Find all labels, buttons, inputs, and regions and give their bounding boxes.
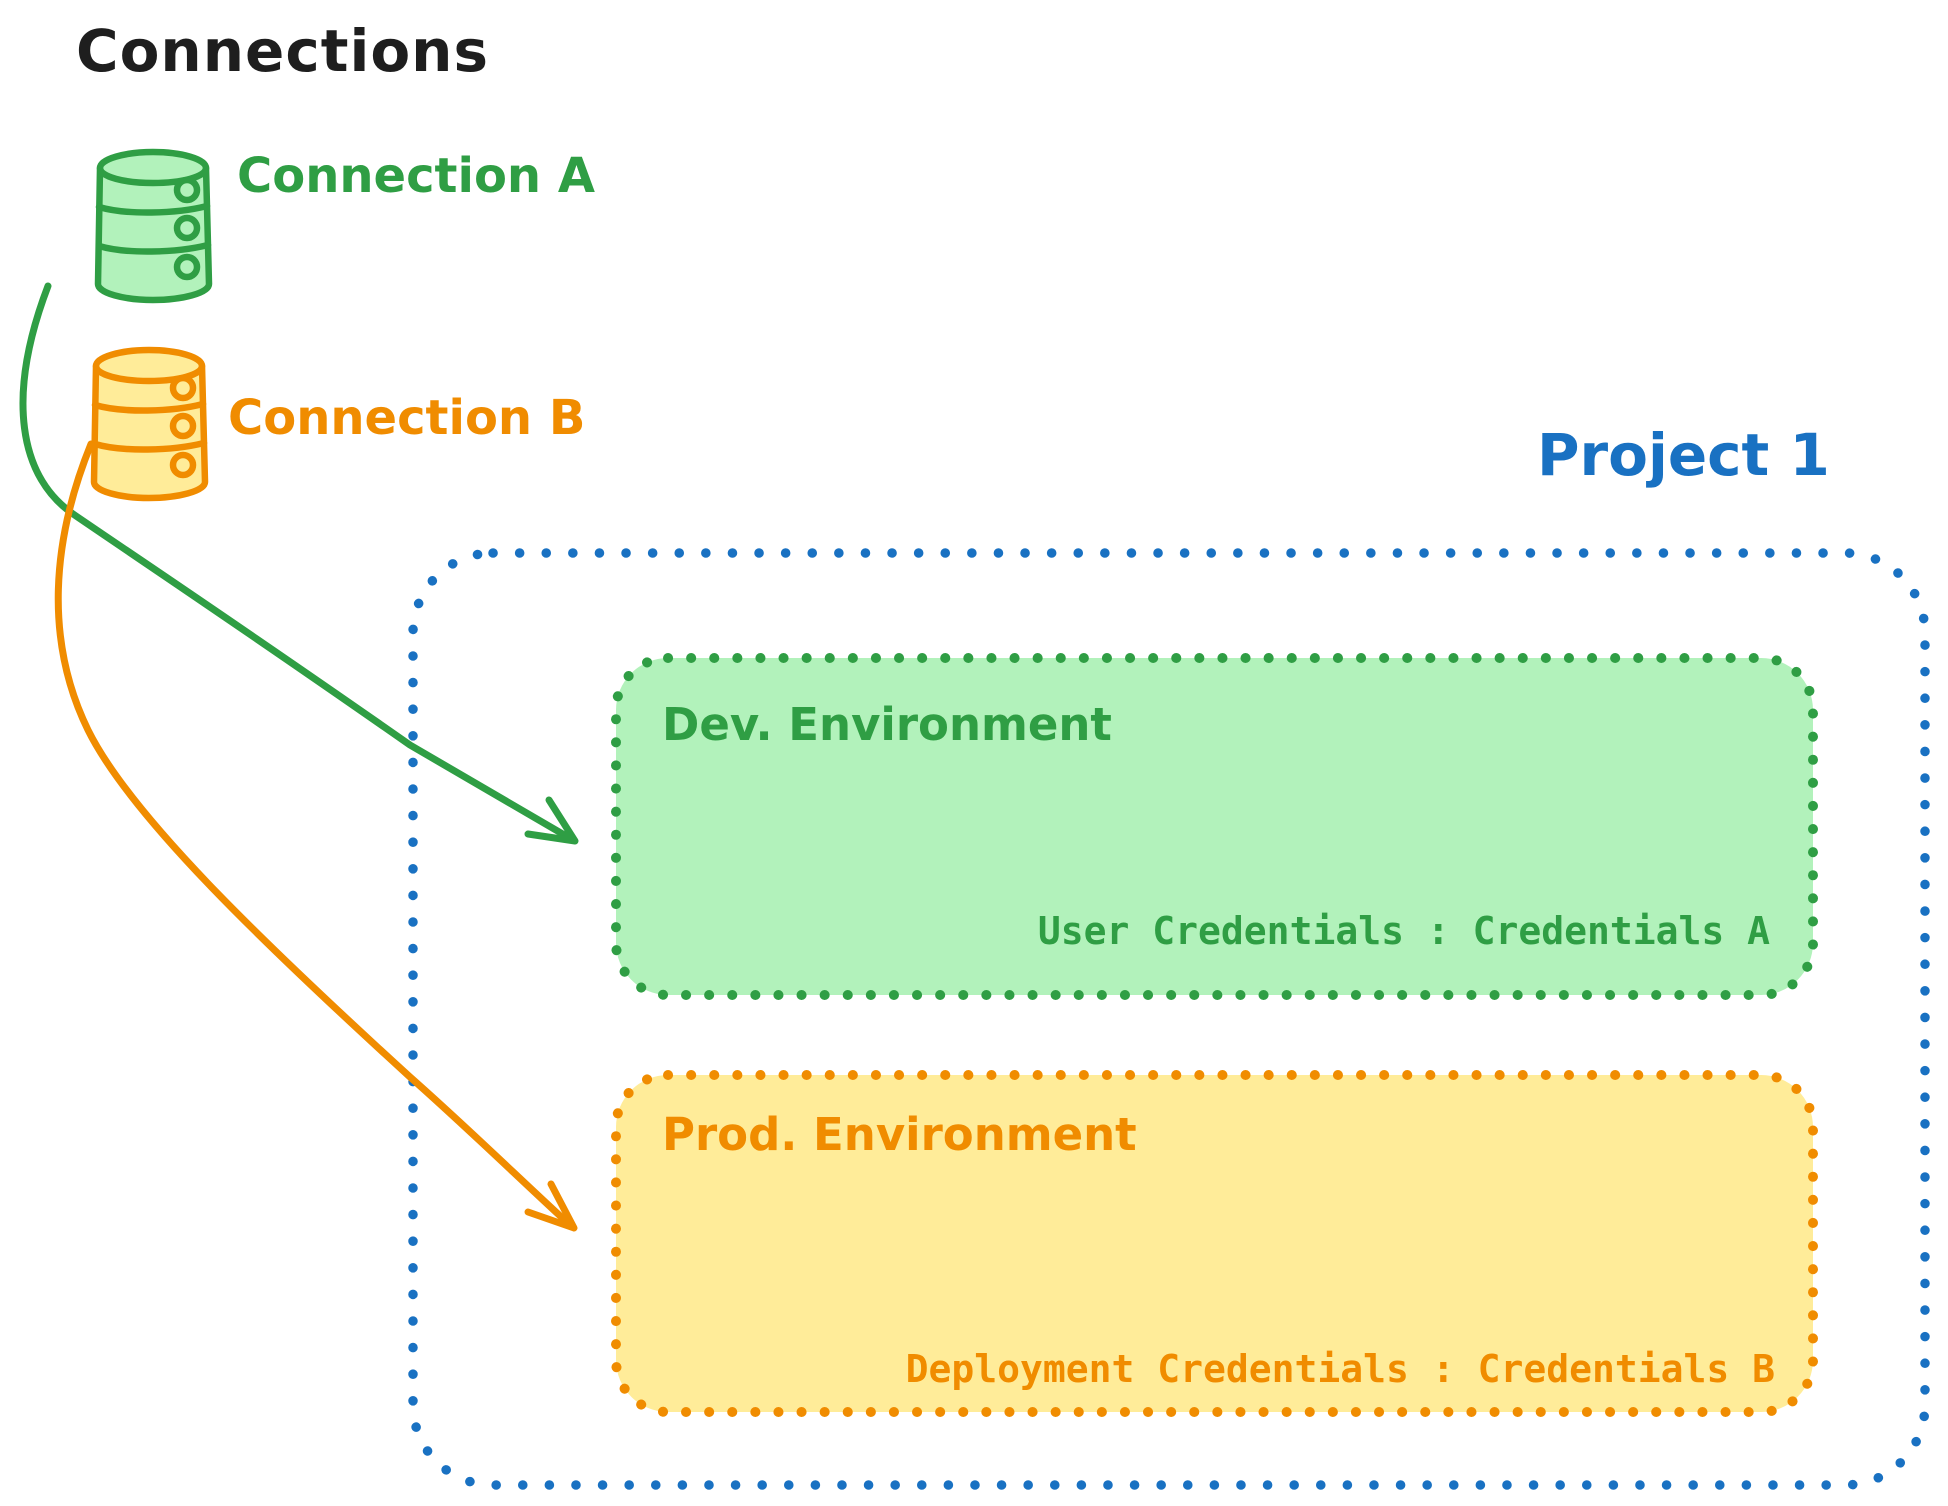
connection-b-label: Connection B xyxy=(228,390,586,446)
connection-a-label: Connection A xyxy=(237,148,595,204)
prod-environment-title: Prod. Environment xyxy=(662,1108,1137,1161)
dev-environment-box xyxy=(611,653,1818,1000)
database-icon-connection-b xyxy=(94,350,205,498)
project-container-box xyxy=(408,548,1930,1490)
connections-title: Connections xyxy=(76,17,489,85)
dev-environment-title: Dev. Environment xyxy=(662,698,1112,751)
dev-credentials-text: User Credentials : Credentials A xyxy=(1037,909,1770,953)
connection-a-arrow xyxy=(19,282,579,845)
prod-credentials-text: Deployment Credentials : Credentials B xyxy=(905,1347,1775,1391)
prod-environment-box xyxy=(611,1070,1818,1417)
database-icon-connection-a xyxy=(98,152,209,300)
connection-b-arrow xyxy=(54,440,578,1232)
project-title: Project 1 xyxy=(1537,421,1830,489)
